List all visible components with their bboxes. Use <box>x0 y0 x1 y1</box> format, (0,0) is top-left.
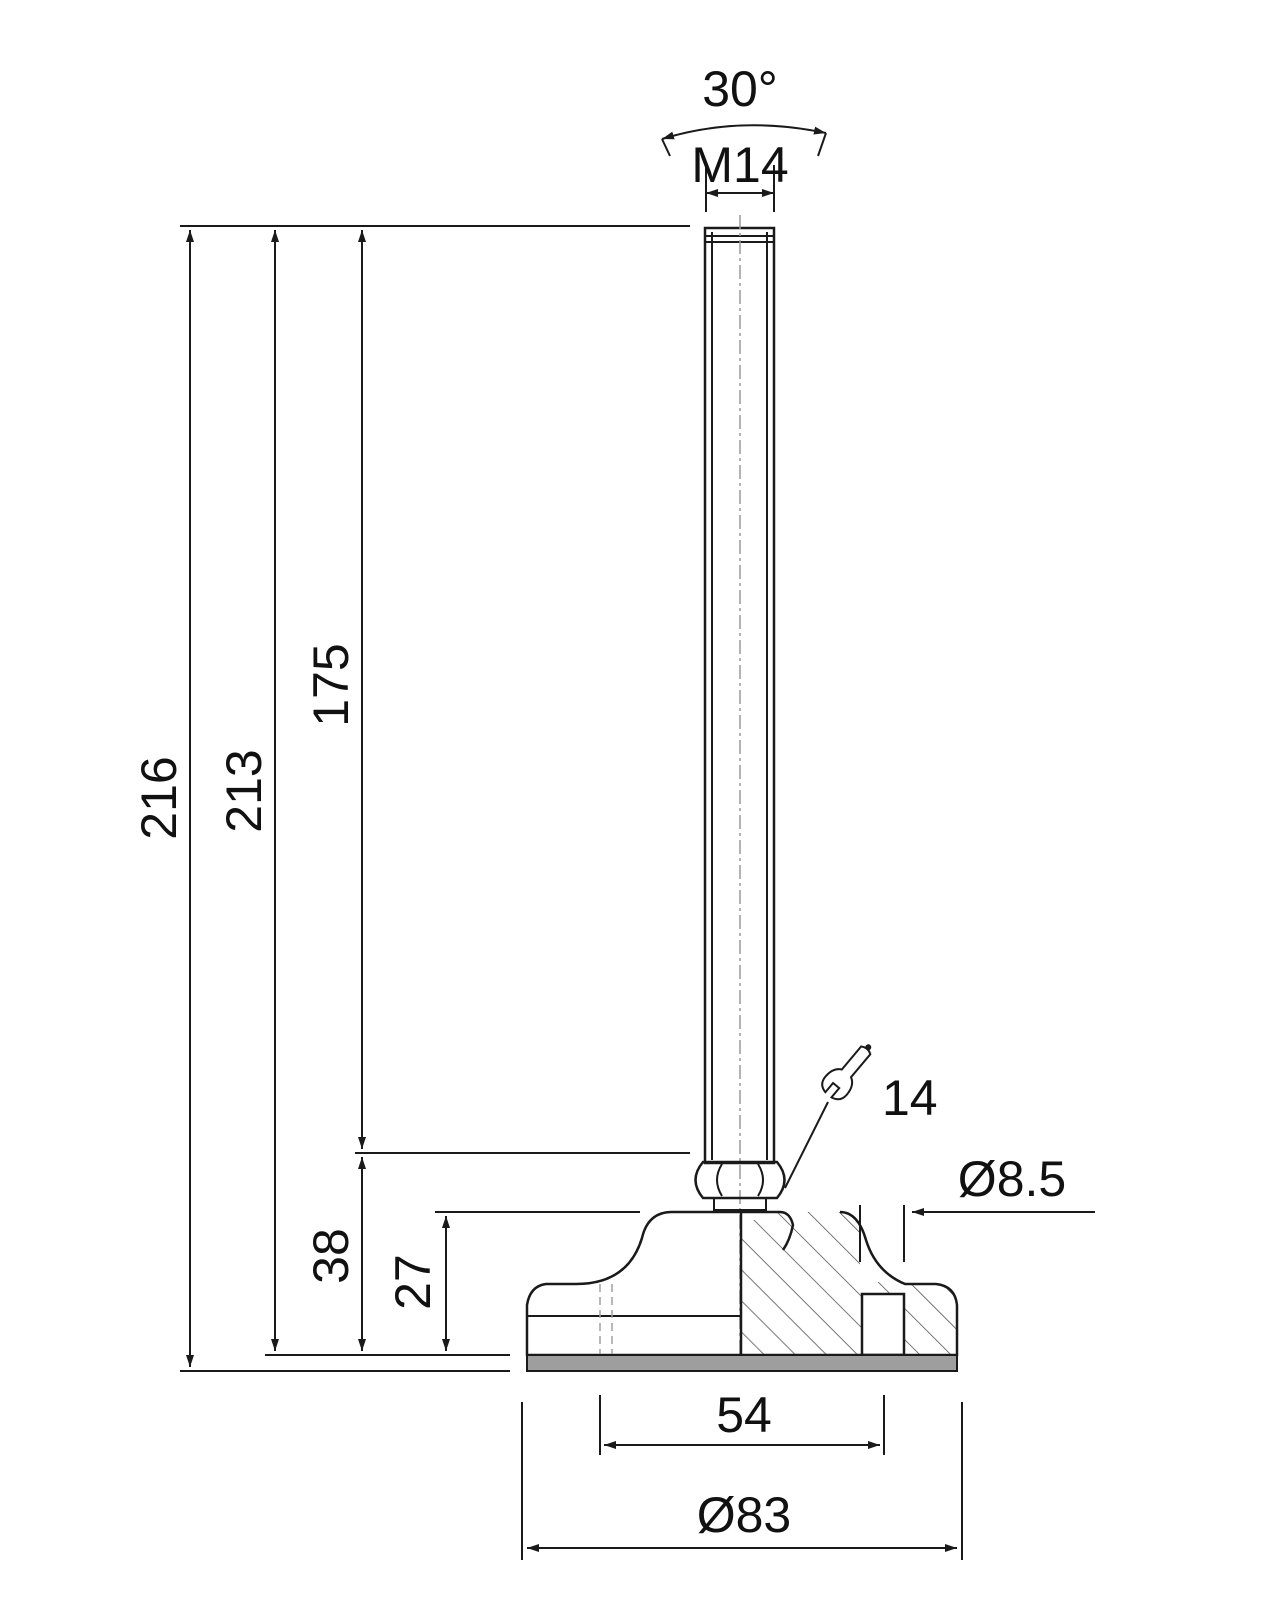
dim-38-label: 38 <box>303 1228 359 1284</box>
base-section <box>739 1205 959 1357</box>
hole-diameter-label: Ø8.5 <box>958 1151 1066 1207</box>
wrench-icon <box>821 1044 872 1101</box>
rubber-pad <box>526 1354 958 1372</box>
extension-lines <box>180 225 963 1560</box>
dim-216-label: 216 <box>131 756 187 839</box>
thread-size-label: M14 <box>691 137 788 193</box>
wrench-size-label: 14 <box>882 1070 938 1126</box>
dim-175-label: 175 <box>303 643 359 726</box>
dimension-lines <box>186 124 1095 1552</box>
hex-nut <box>694 1160 786 1211</box>
thread-angle-label: 30° <box>702 61 778 117</box>
hole-spacing-label: 54 <box>716 1387 772 1443</box>
dim-27-label: 27 <box>385 1254 441 1310</box>
base-foot <box>525 1210 741 1357</box>
base-diameter-label: Ø83 <box>697 1487 792 1543</box>
dim-213-label: 213 <box>216 749 272 832</box>
